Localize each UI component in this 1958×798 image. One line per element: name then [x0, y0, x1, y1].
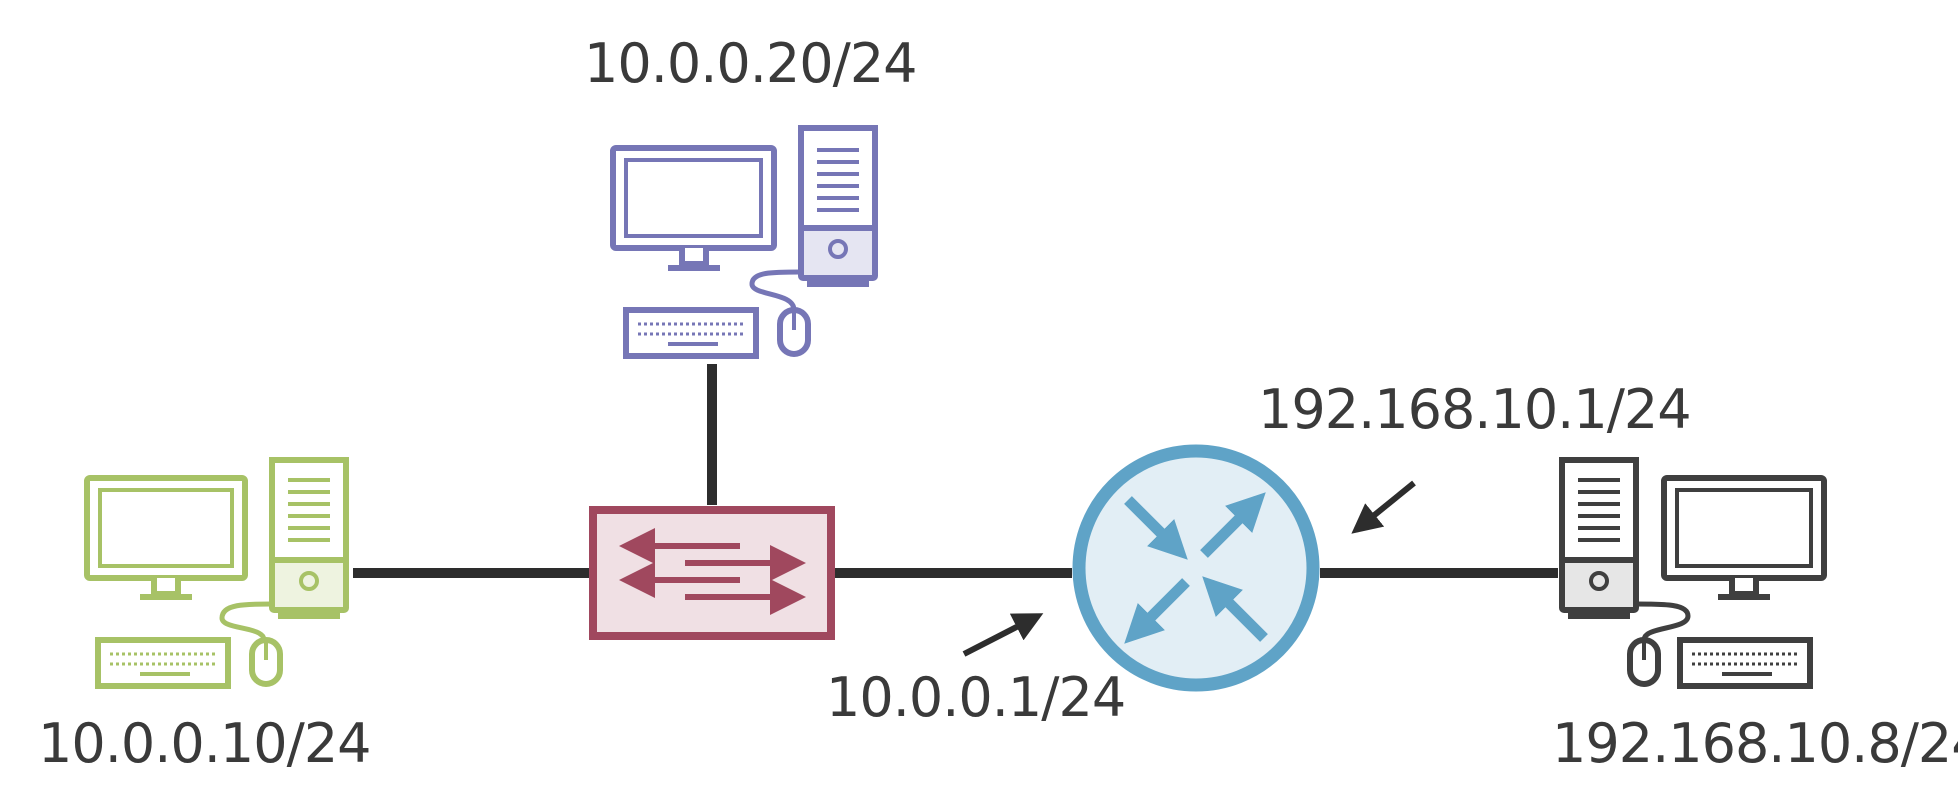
wan-interface-pointer-arrow: [1351, 480, 1416, 534]
mouse-icon: [249, 637, 283, 687]
router-lan-ip-label: 10.0.0.1/24: [826, 666, 1125, 729]
mouse-icon: [777, 307, 811, 357]
router-arrow-out-top-right: [1200, 492, 1266, 558]
mouse-icon: [1627, 637, 1661, 687]
network-cables: [353, 364, 1558, 578]
host-b-ip-label: 10.0.0.20/24: [584, 32, 917, 95]
router-icon: [1072, 444, 1320, 692]
host-a-ip-label: 10.0.0.10/24: [38, 712, 371, 775]
host-c-computer-icon: [1559, 457, 1827, 689]
router-arrow-in-top-left: [1124, 496, 1188, 560]
router-arrow-out-bottom-left: [1124, 578, 1190, 644]
host-c-ip-label: 192.168.10.8/24: [1552, 712, 1958, 775]
lan-interface-pointer-arrow: [962, 613, 1044, 657]
host-a-computer-icon: [84, 457, 349, 689]
router-arrow-in-bottom-right: [1202, 576, 1268, 642]
network-switch-icon: [589, 506, 835, 640]
router-wan-ip-label: 192.168.10.1/24: [1258, 378, 1691, 441]
host-b-computer-icon: [610, 125, 878, 359]
